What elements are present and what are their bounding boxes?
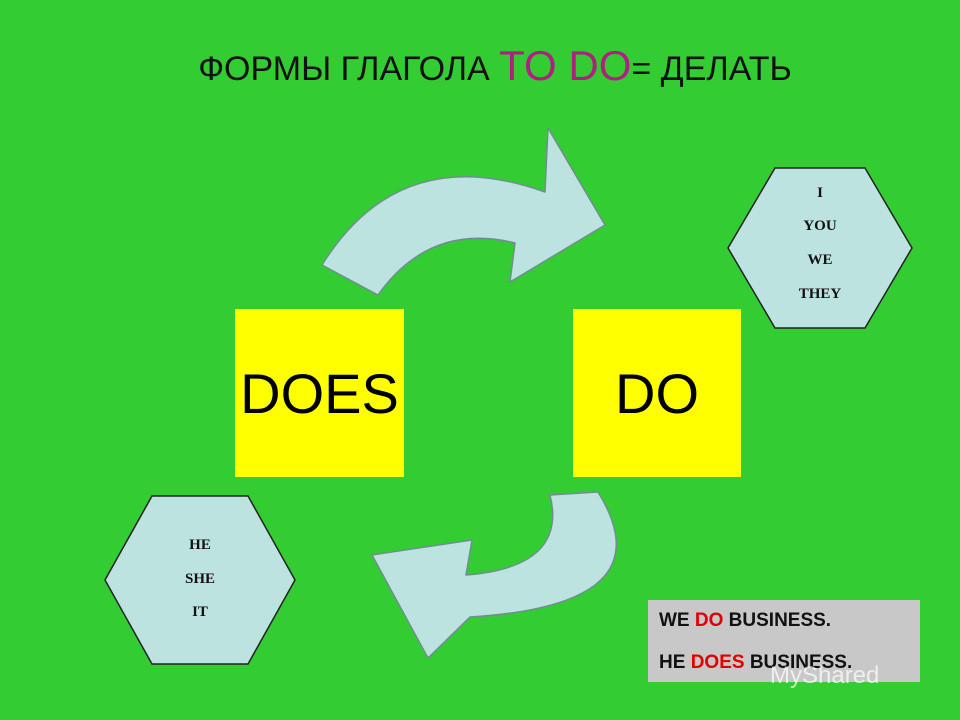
title-prefix: ФОРМЫ ГЛАГОЛА	[198, 50, 500, 88]
example-box: WE DO BUSINESS. HE DOES BUSINESS.	[648, 600, 920, 682]
hexagon-right-shape	[727, 167, 913, 329]
pronouns-does-group: HE SHE IT	[105, 496, 295, 664]
pronoun-we: WE	[807, 252, 833, 268]
title-accent: TO DO	[499, 42, 632, 89]
curved-arrow-top-icon	[321, 127, 606, 296]
pronoun-you: YOU	[803, 218, 837, 234]
do-box: DO	[573, 309, 741, 477]
pronoun-she: SHE	[184, 571, 215, 587]
watermark: MyShared	[770, 662, 880, 689]
title-suffix: = ДЕЛАТЬ	[631, 50, 792, 88]
does-box: DOES	[235, 309, 404, 477]
pronoun-i: I	[817, 185, 823, 201]
page-title: ФОРМЫ ГЛАГОЛА TO DO= ДЕЛАТЬ	[0, 42, 960, 90]
example-line-2: HE DOES BUSINESS.	[659, 652, 853, 673]
example-verb-do: DO	[694, 610, 724, 631]
pronoun-they: THEY	[798, 286, 842, 302]
pronouns-do-group: I YOU WE THEY	[728, 168, 912, 328]
pronoun-it: IT	[192, 604, 208, 620]
example-line-1: WE DO BUSINESS.	[659, 610, 832, 631]
hexagon-left-shape	[104, 495, 296, 665]
curved-arrow-bottom-icon	[371, 491, 617, 659]
pronoun-he: HE	[189, 537, 211, 553]
example-verb-does: DOES	[690, 652, 745, 673]
